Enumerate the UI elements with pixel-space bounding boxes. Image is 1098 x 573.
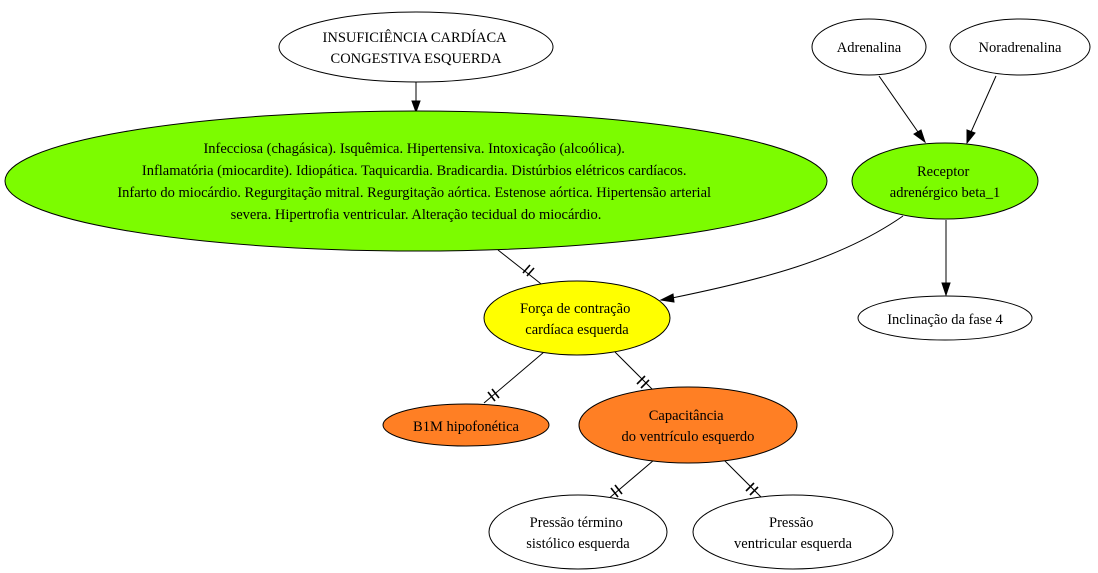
node-icc: INSUFICIÊNCIA CARDÍACA CONGESTIVA ESQUER… <box>278 11 554 83</box>
node-pressao-ventricular: Pressão ventricular esquerda <box>692 494 894 570</box>
svg-text:Pressão ventricular esqu: Pressão ventricular esquerda <box>734 515 853 552</box>
edge-capacitancia-to-pressao-termino <box>606 459 655 501</box>
edge-adrenalina-to-receptor <box>878 75 926 144</box>
edge-forca-to-capacitancia <box>614 351 654 391</box>
svg-text:Capacitância do ventrícu: Capacitância do ventrículo esquerdo <box>622 408 755 445</box>
node-inclinacao: Inclinação da fase 4 <box>857 295 1033 341</box>
node-causes: Infecciosa (chagásica). Isquêmica. Hiper… <box>4 110 828 252</box>
node-pressao-termino: Pressão término sistólico esquerda <box>488 494 668 570</box>
svg-text:Pressão término sistólic: Pressão término sistólico esquerda <box>526 515 630 552</box>
edge-receptor-to-forca <box>659 215 904 303</box>
edge-icc-to-causes <box>411 82 421 114</box>
svg-text:Inclinação da fase 4: Inclinação da fase 4 <box>887 312 1003 328</box>
svg-text:INSUFICIÊNCIA CARDÍACA C: INSUFICIÊNCIA CARDÍACA CONGESTIVA ESQUER… <box>323 29 510 67</box>
svg-text:Receptor adrenérgico bet: Receptor adrenérgico beta_1 <box>890 164 1000 201</box>
edge-receptor-to-inclinacao <box>941 220 951 297</box>
node-b1m: B1M hipofonética <box>382 403 550 447</box>
svg-text:Noradrenalina: Noradrenalina <box>979 40 1062 56</box>
node-capacitancia: Capacitância do ventrículo esquerdo <box>578 386 798 464</box>
node-forca: Força de contração cardíaca esquerda <box>483 280 671 356</box>
node-noradrenalina: Noradrenalina <box>949 18 1091 76</box>
edge-capacitancia-to-pressao-ventricular <box>723 459 765 501</box>
edge-forca-to-b1m <box>483 351 545 404</box>
svg-text:Força de contração cardí: Força de contração cardíaca esquerda <box>520 301 634 338</box>
svg-text:Infecciosa (chagásica). Isquêm: Infecciosa (chagásica). Isquêmica. Hiper… <box>117 141 714 223</box>
edge-noradrenalina-to-receptor <box>966 75 997 145</box>
edge-causes-to-forca <box>497 249 546 288</box>
svg-text:Adrenalina: Adrenalina <box>837 40 902 56</box>
node-adrenalina: Adrenalina <box>811 18 927 76</box>
svg-text:B1M hipofonética: B1M hipofonética <box>413 419 519 435</box>
node-receptor: Receptor adrenérgico beta_1 <box>851 142 1039 220</box>
